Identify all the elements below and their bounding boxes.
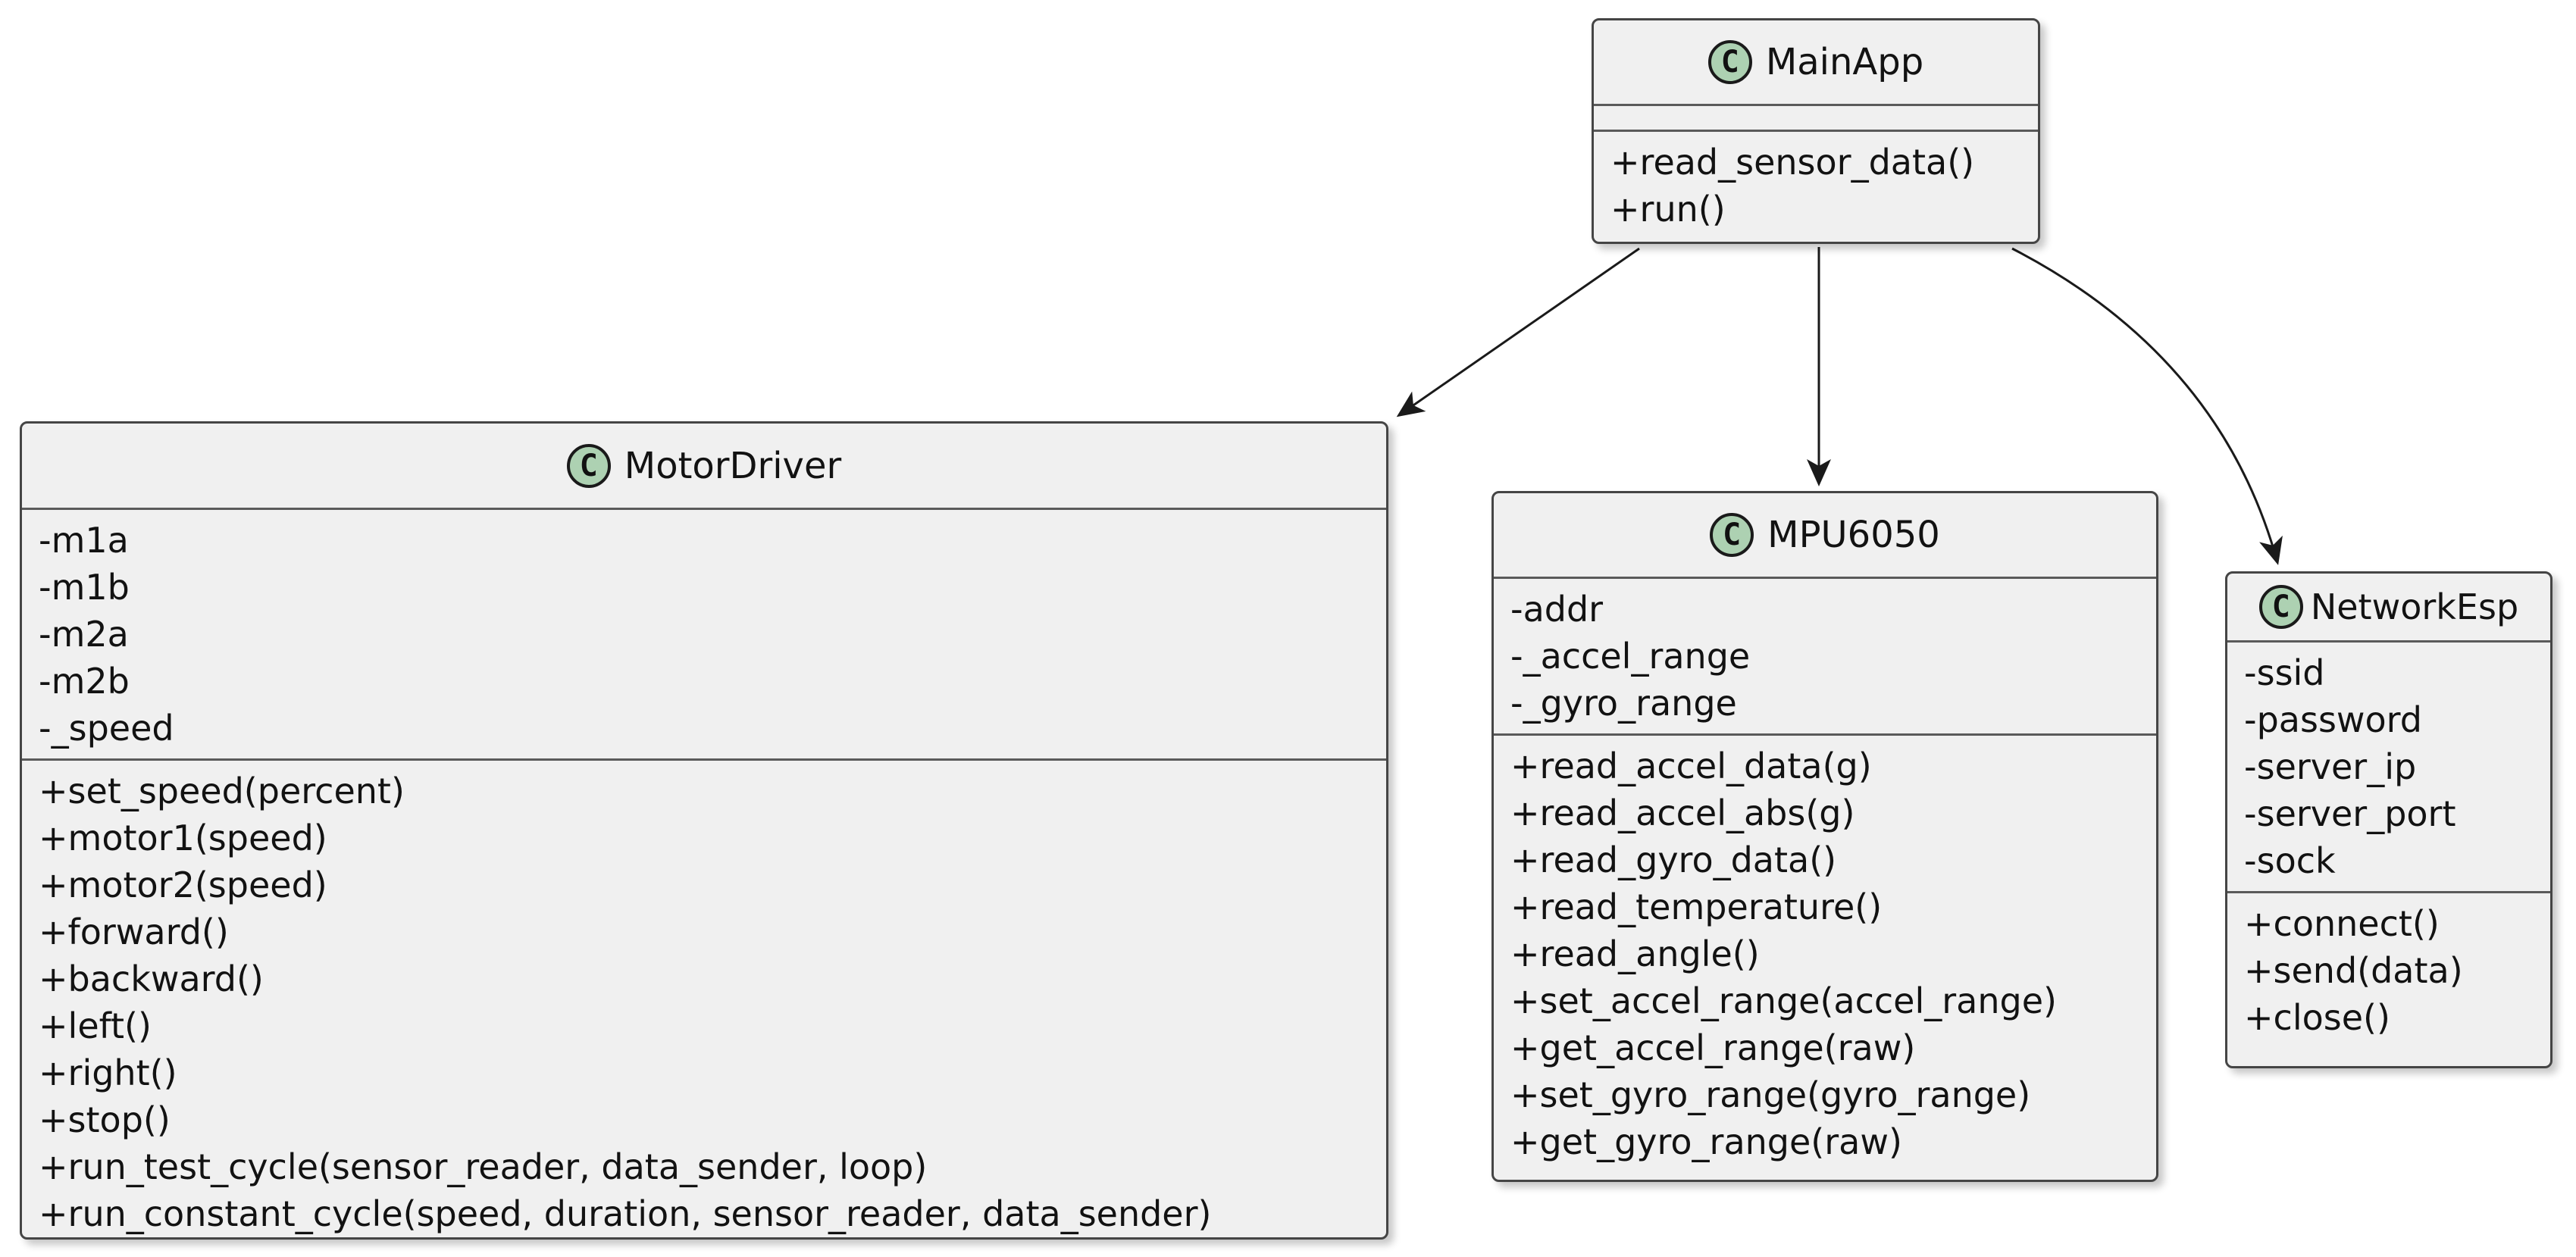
method-item: +read_sensor_data() (1610, 142, 1975, 183)
method-item: +read_angle() (1510, 933, 1760, 974)
method-item: +stop() (39, 1099, 171, 1140)
methods-compartment: +set_speed(percent) +motor1(speed) +moto… (22, 761, 1386, 1237)
class-icon: C (2258, 585, 2303, 629)
class-name: MainApp (1765, 41, 1924, 83)
class-box-motordriver: C MotorDriver -m1a -m1b -m2a -m2b -_spee… (20, 421, 1388, 1240)
method-item: +send(data) (2244, 950, 2463, 991)
method-item: +set_gyro_range(gyro_range) (1510, 1074, 2031, 1115)
method-item: +set_speed(percent) (39, 771, 405, 811)
class-icon-letter: C (1723, 517, 1742, 552)
method-item: +get_gyro_range(raw) (1510, 1121, 1902, 1162)
class-title-networkesp: C NetworkEsp (2227, 574, 2550, 643)
attribute-item: -server_port (2244, 793, 2456, 834)
class-title-mpu6050: C MPU6050 (1494, 493, 2156, 579)
class-box-networkesp: C NetworkEsp -ssid -password -server_ip … (2225, 571, 2553, 1068)
attribute-item: -password (2244, 699, 2422, 740)
attribute-item: -_gyro_range (1510, 683, 1737, 724)
method-item: +motor2(speed) (39, 865, 327, 905)
class-box-mpu6050: C MPU6050 -addr -_accel_range -_gyro_ran… (1491, 491, 2158, 1182)
class-icon-letter: C (2271, 589, 2290, 624)
class-name: MPU6050 (1767, 514, 1940, 556)
arrow-mainapp-to-motordriver (1396, 247, 1640, 417)
class-icon-letter: C (579, 448, 598, 483)
class-icon: C (1710, 513, 1754, 557)
method-item: +run() (1610, 189, 1726, 230)
method-item: +read_gyro_data() (1510, 840, 1837, 880)
method-item: +read_temperature() (1510, 886, 1883, 927)
attribute-item: -addr (1510, 589, 1604, 630)
class-icon: C (566, 443, 611, 488)
method-item: +motor1(speed) (39, 818, 327, 858)
method-item: +run_constant_cycle(speed, duration, sen… (39, 1193, 1212, 1234)
method-item: +set_accel_range(accel_range) (1510, 980, 2057, 1021)
method-item: +get_accel_range(raw) (1510, 1027, 1916, 1068)
method-item: +left() (39, 1005, 152, 1046)
attribute-item: -ssid (2244, 652, 2325, 693)
method-item: +close() (2244, 997, 2390, 1038)
attribute-item: -m2a (39, 614, 129, 655)
class-title-mainapp: C MainApp (1594, 20, 2038, 106)
attributes-compartment: -ssid -password -server_ip -server_port … (2227, 643, 2550, 893)
attribute-item: -m1b (39, 567, 130, 608)
method-item: +backward() (39, 958, 264, 999)
method-item: +right() (39, 1052, 177, 1093)
methods-compartment: +read_sensor_data() +run() (1594, 132, 2038, 242)
attributes-compartment: -addr -_accel_range -_gyro_range (1494, 579, 2156, 736)
class-box-mainapp: C MainApp +read_sensor_data() +run() (1592, 18, 2040, 244)
method-item: +read_accel_data(g) (1510, 746, 1872, 786)
method-item: +forward() (39, 911, 229, 952)
attribute-item: -sock (2244, 840, 2336, 881)
class-title-motordriver: C MotorDriver (22, 424, 1386, 510)
attribute-item: -m1a (39, 520, 129, 561)
attribute-item: -_speed (39, 708, 174, 749)
arrow-mainapp-to-networkesp (2011, 247, 2283, 565)
attribute-item: -server_ip (2244, 746, 2417, 787)
class-name: MotorDriver (624, 444, 842, 487)
method-item: +connect() (2244, 903, 2440, 944)
methods-compartment: +read_accel_data(g) +read_accel_abs(g) +… (1494, 736, 2156, 1180)
attribute-item: -m2b (39, 661, 130, 702)
attributes-compartment (1594, 106, 2038, 132)
methods-compartment: +connect() +send(data) +close() (2227, 893, 2550, 1066)
attributes-compartment: -m1a -m1b -m2a -m2b -_speed (22, 510, 1386, 761)
class-name: NetworkEsp (2310, 586, 2519, 627)
attribute-item: -_accel_range (1510, 636, 1751, 677)
method-item: +run_test_cycle(sensor_reader, data_send… (39, 1146, 928, 1187)
class-icon: C (1707, 40, 1752, 84)
class-icon-letter: C (1720, 45, 1739, 80)
method-item: +read_accel_abs(g) (1510, 793, 1855, 833)
